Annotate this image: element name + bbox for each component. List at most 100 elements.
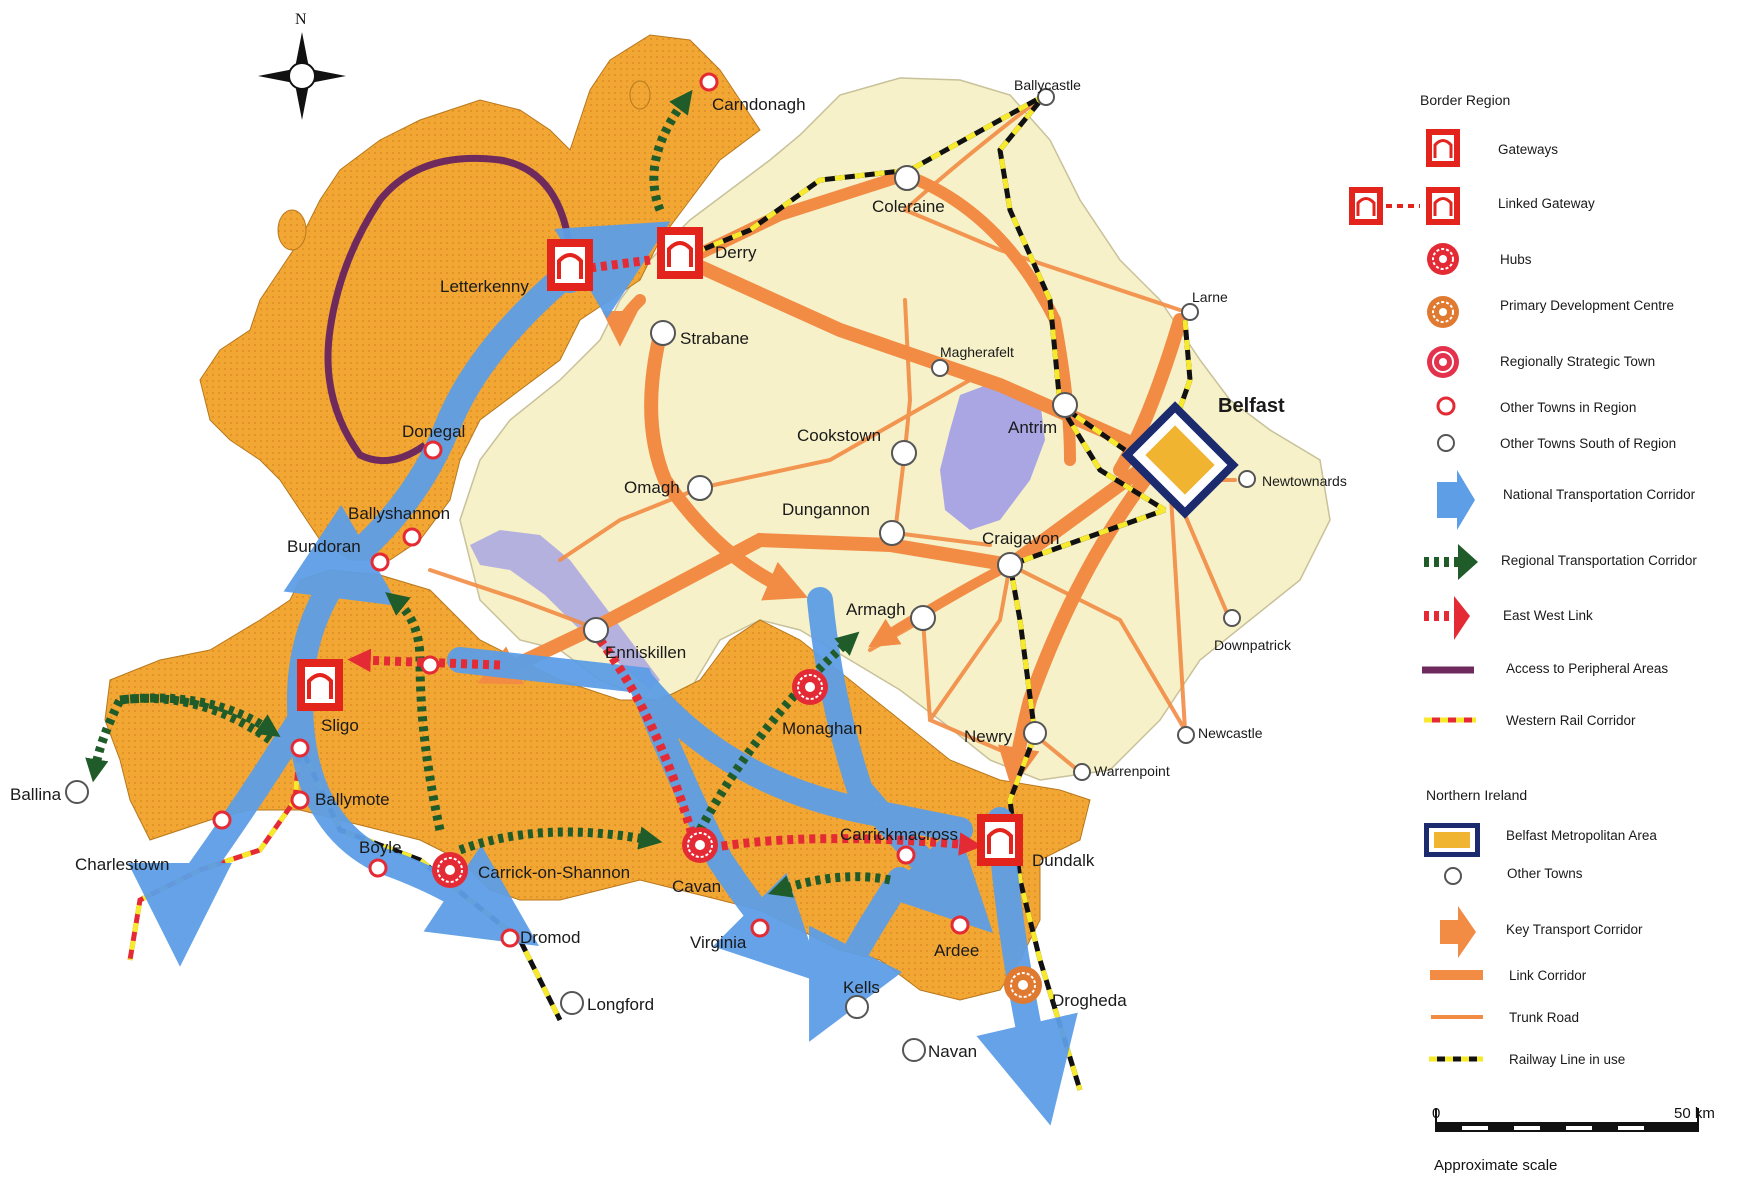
town-marker: [894, 165, 920, 191]
town-marker: [1052, 392, 1078, 418]
label-craigavon: Craigavon: [982, 529, 1060, 548]
regional-corridors: [85, 89, 891, 898]
label-kells: Kells: [843, 978, 880, 997]
legend-other-towns: Other Towns: [1507, 866, 1583, 881]
legend-gateways: Gateways: [1498, 142, 1558, 157]
town-marker: [687, 475, 713, 501]
label-newtownards: Newtownards: [1262, 473, 1347, 489]
legend-border-region-heading: Border Region: [1420, 92, 1510, 108]
legend-hubs: Hubs: [1500, 252, 1532, 267]
town-marker: [997, 552, 1023, 578]
label-carndonagh: Carndonagh: [712, 95, 806, 114]
label-carrick-on-shannon: Carrick-on-Shannon: [478, 863, 630, 882]
label-ballycastle: Ballycastle: [1014, 77, 1081, 93]
legend-other-towns-in-region: Other Towns in Region: [1500, 400, 1636, 415]
legend-other-towns-region-icon: [1436, 396, 1456, 416]
legend-other-towns-south-icon: [1437, 434, 1455, 452]
island: [629, 80, 651, 110]
legend-east-west-icon: [1424, 596, 1470, 640]
label-monaghan: Monaghan: [782, 719, 862, 738]
label-coleraine: Coleraine: [872, 197, 945, 216]
town-marker: [1177, 726, 1195, 744]
label-armagh: Armagh: [846, 600, 906, 619]
town-marker: [879, 520, 905, 546]
town-marker: [845, 995, 869, 1019]
town-marker: [699, 72, 719, 92]
gateway-icon: [297, 659, 343, 711]
legend-railway: Railway Line in use: [1509, 1052, 1625, 1067]
label-dromod: Dromod: [520, 928, 580, 947]
label-ballina: Ballina: [10, 785, 62, 804]
town-marker: [902, 1038, 926, 1062]
label-longford: Longford: [587, 995, 654, 1014]
label-antrim: Antrim: [1008, 418, 1057, 437]
label-donegal: Donegal: [402, 422, 465, 441]
lough-neagh: [940, 380, 1045, 530]
label-newry: Newry: [964, 727, 1013, 746]
legend-regional-corridor: Regional Transportation Corridor: [1501, 553, 1697, 568]
legend-linked-gateway: Linked Gateway: [1498, 196, 1595, 211]
legend-primary-development-centre: Primary Development Centre: [1500, 298, 1674, 313]
primary-development-centre-icon: [1004, 966, 1042, 1004]
label-ballymote: Ballymote: [315, 790, 390, 809]
label-dundalk: Dundalk: [1032, 851, 1095, 870]
legend-trunk-road: Trunk Road: [1509, 1010, 1579, 1025]
label-virginia: Virginia: [690, 933, 747, 952]
legend-link-corridor: Link Corridor: [1509, 968, 1587, 983]
gateway-icon: [977, 814, 1023, 866]
legend-national-corridor-icon: [1437, 470, 1475, 530]
town-marker: [910, 605, 936, 631]
north-arrow-icon: [258, 32, 346, 120]
label-navan: Navan: [928, 1042, 977, 1061]
label-bundoran: Bundoran: [287, 537, 361, 556]
label-dungannon: Dungannon: [782, 500, 870, 519]
town-marker: [896, 845, 916, 865]
town-marker: [560, 991, 584, 1015]
legend-other-towns-icon: [1444, 867, 1462, 885]
town-marker: [402, 527, 422, 547]
town-marker: [891, 440, 917, 466]
town-marker: [500, 928, 520, 948]
legend-gateway-icon: [1426, 129, 1460, 167]
town-marker: [290, 738, 310, 758]
label-ballyshannon: Ballyshannon: [348, 504, 450, 523]
scale-zero: 0: [1432, 1105, 1440, 1122]
label-warrenpoint: Warrenpoint: [1094, 763, 1170, 779]
town-marker: [368, 858, 388, 878]
label-magherafelt: Magherafelt: [940, 344, 1014, 360]
legend-national-corridor: National Transportation Corridor: [1503, 487, 1696, 502]
legend-access-peripheral: Access to Peripheral Areas: [1506, 661, 1668, 676]
town-marker: [290, 790, 310, 810]
label-cavan: Cavan: [672, 877, 721, 896]
gateway-icon: [657, 227, 703, 279]
town-marker: [1023, 721, 1047, 745]
label-strabane: Strabane: [680, 329, 749, 348]
legend-key-transport-icon: [1440, 906, 1476, 958]
island: [277, 209, 307, 251]
label-enniskillen: Enniskillen: [605, 643, 686, 662]
legend-western-rail: Western Rail Corridor: [1506, 713, 1636, 728]
town-symbols: [65, 72, 1256, 1062]
town-marker: [583, 617, 609, 643]
legend-regionally-strategic-town: Regionally Strategic Town: [1500, 354, 1655, 369]
town-marker: [1223, 609, 1241, 627]
label-belfast: Belfast: [1218, 395, 1285, 417]
label-charlestown: Charlestown: [75, 855, 170, 874]
label-omagh: Omagh: [624, 478, 680, 497]
label-downpatrick: Downpatrick: [1214, 637, 1292, 653]
label-carrickmacross: Carrickmacross: [840, 825, 958, 844]
scale-bar: [1435, 1108, 1699, 1132]
belfast-metropolitan-icon: [1121, 401, 1239, 519]
legend-key-transport: Key Transport Corridor: [1506, 922, 1643, 937]
legend-east-west-link: East West Link: [1503, 608, 1593, 623]
town-marker: [650, 320, 676, 346]
legend-hub-icon: [1427, 243, 1459, 275]
gateway-icon: [547, 239, 593, 291]
hub-icon: [682, 827, 718, 863]
label-sligo: Sligo: [321, 716, 359, 735]
legend-primary-centre-icon: [1427, 296, 1459, 328]
town-marker: [750, 918, 770, 938]
label-boyle: Boyle: [359, 838, 402, 857]
town-marker: [1073, 763, 1091, 781]
